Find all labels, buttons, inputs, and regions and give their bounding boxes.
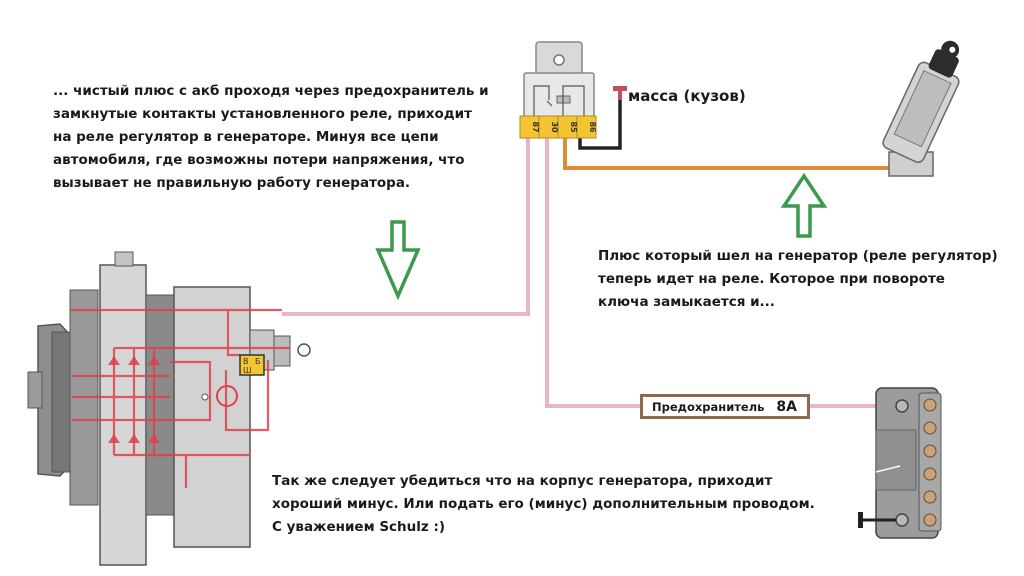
note-line: вызывает не правильную работу генератора… bbox=[53, 175, 411, 191]
fuse: Предохранитель 8А bbox=[640, 394, 810, 419]
fuse-rating: 8А bbox=[776, 398, 797, 415]
wire-relay-30-to-fuse bbox=[545, 136, 640, 408]
relay: 87 30 85 86 bbox=[519, 41, 597, 139]
regulator-terminal-v: В bbox=[243, 357, 249, 366]
wire-generator-to-relay-87 bbox=[282, 136, 530, 316]
generator: В Б Ш bbox=[27, 251, 311, 566]
note-line: автомобиля, где возможны потери напряжен… bbox=[53, 152, 465, 168]
note-line: на реле регулятор в генераторе. Минуя вс… bbox=[53, 129, 439, 145]
arrow-up-icon bbox=[780, 172, 828, 238]
ground-symbol-icon bbox=[613, 86, 627, 100]
ground-label: масса (кузов) bbox=[628, 87, 746, 105]
relay-pin-85: 85 bbox=[569, 121, 578, 133]
arrow-down-icon bbox=[375, 220, 421, 301]
note-bottom: Так же следует убедиться что на корпус г… bbox=[272, 470, 815, 539]
note-line: ключа замыкается и... bbox=[598, 294, 775, 310]
note-top: ... чистый плюс с акб проходя через пред… bbox=[53, 80, 489, 195]
relay-pin-86: 86 bbox=[588, 121, 597, 133]
wire-relay-85-to-ignition bbox=[563, 136, 896, 170]
note-line: теперь идет на реле. Которое при поворот… bbox=[598, 271, 945, 287]
note-line: С уважением Schulz :) bbox=[272, 519, 446, 535]
note-right: Плюс который шел на генератор (реле регу… bbox=[598, 245, 998, 314]
relay-pin-87: 87 bbox=[531, 121, 540, 132]
battery bbox=[858, 387, 942, 539]
note-line: Так же следует убедиться что на корпус г… bbox=[272, 473, 773, 489]
note-line: замкнутые контакты установленного реле, … bbox=[53, 106, 472, 122]
wire-relay-86-to-ground bbox=[578, 96, 622, 150]
regulator-terminal-b: Б bbox=[255, 357, 261, 366]
note-line: хороший минус. Или подать его (минус) до… bbox=[272, 496, 815, 512]
fuse-label: Предохранитель bbox=[652, 399, 765, 414]
note-line: Плюс который шел на генератор (реле регу… bbox=[598, 248, 998, 264]
note-line: ... чистый плюс с акб проходя через пред… bbox=[53, 83, 489, 99]
relay-pin-30: 30 bbox=[550, 121, 559, 133]
regulator-terminal-sh: Ш bbox=[243, 366, 252, 375]
ignition-switch bbox=[882, 40, 960, 177]
voltage-regulator bbox=[239, 354, 265, 376]
